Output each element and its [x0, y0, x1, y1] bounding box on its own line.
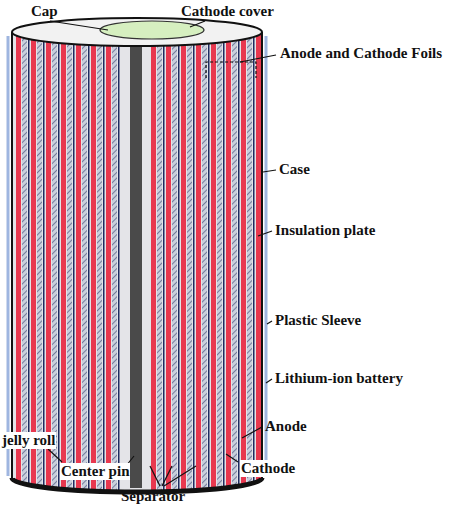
- leader-line: [226, 454, 238, 462]
- anode-foil: [187, 30, 192, 490]
- electrode-layer: [46, 30, 60, 490]
- separator-layer: [88, 30, 90, 490]
- case-wall: [261, 32, 263, 478]
- cathode-foil: [241, 30, 246, 490]
- anode-foil: [52, 30, 57, 490]
- separator-layer: [253, 30, 255, 490]
- cathode-foil: [151, 30, 156, 490]
- cathode-foil: [181, 30, 186, 490]
- anode-foil: [97, 30, 102, 490]
- cathode-label: Cathode: [240, 460, 296, 477]
- electrode-layer: [31, 30, 45, 490]
- electrode-layer: [76, 30, 90, 490]
- electrode-layer: [91, 30, 105, 490]
- separator-layer: [178, 30, 180, 490]
- electrode-layer: [226, 30, 240, 490]
- separator-layer: [238, 30, 240, 490]
- cathode-foil: [226, 30, 231, 490]
- electrode-layer: [151, 30, 165, 490]
- electrode-layer: [166, 30, 180, 490]
- plastic-sleeve-label: Plastic Sleeve: [274, 312, 362, 329]
- top-face: [12, 18, 262, 46]
- leader-line: [150, 466, 160, 486]
- cap-disc: [100, 21, 204, 39]
- cathode-foil: [166, 30, 171, 490]
- separator-layer: [73, 30, 75, 490]
- leader-line: [242, 427, 262, 438]
- leader-line: [162, 466, 172, 486]
- anode-foil: [22, 30, 27, 490]
- leader-line: [267, 321, 272, 324]
- separator-layer: [58, 30, 60, 490]
- leader-line: [258, 231, 272, 236]
- plastic-sleeve: [265, 36, 268, 476]
- separator-layer: [208, 30, 210, 490]
- separator-layer: [118, 30, 120, 490]
- leader-line: [48, 449, 62, 462]
- leader-line: [50, 21, 108, 30]
- cathode-foil: [196, 30, 201, 490]
- electrode-layer: [16, 30, 30, 490]
- anode-foil: [67, 30, 72, 490]
- foils-label: Anode and Cathode Foils: [279, 45, 443, 62]
- jelly-roll-label: jelly roll: [1, 432, 56, 449]
- separator-layer: [28, 30, 30, 490]
- leader-line: [164, 466, 196, 486]
- cathode-foil: [31, 30, 36, 490]
- leader-line: [266, 379, 272, 383]
- anode-foil: [217, 30, 222, 490]
- cathode-foil: [61, 30, 66, 490]
- electrode-layer: [196, 30, 210, 490]
- anode-foil: [202, 30, 207, 490]
- cathode-foil: [211, 30, 216, 490]
- cathode-foil: [76, 30, 81, 490]
- center-pin: [130, 32, 142, 488]
- cathode-foil: [16, 30, 21, 490]
- electrode-layer: [181, 30, 195, 490]
- leader-line: [190, 21, 205, 27]
- separator-layer: [163, 30, 165, 490]
- anode-foil: [37, 30, 42, 490]
- anode-label: Anode: [264, 418, 308, 435]
- case-wall: [11, 32, 13, 478]
- insulation-plate-label: Insulation plate: [274, 222, 376, 239]
- center-pin-label: Center pin: [60, 463, 130, 480]
- case-label: Case: [278, 161, 311, 178]
- anode-foil: [157, 30, 162, 490]
- battery-label: Lithium-ion battery: [274, 370, 404, 387]
- anode-foil: [82, 30, 87, 490]
- electrode-layer: [241, 30, 255, 490]
- leader-line: [240, 55, 276, 62]
- electrode-layer: [61, 30, 75, 490]
- anode-foil: [112, 30, 117, 490]
- anode-foil: [247, 30, 252, 490]
- cap-label: Cap: [30, 3, 59, 20]
- electrode-layer: [106, 30, 120, 490]
- anode-foil: [172, 30, 177, 490]
- cathode-foil: [46, 30, 51, 490]
- electrode-layer: [211, 30, 225, 490]
- separator-label: Separator: [120, 488, 186, 505]
- separator-layer: [193, 30, 195, 490]
- separator-layer: [43, 30, 45, 490]
- anode-foil: [232, 30, 237, 490]
- separator-layer: [103, 30, 105, 490]
- separator-layer: [223, 30, 225, 490]
- plastic-sleeve: [7, 36, 10, 476]
- leader-line: [263, 170, 276, 172]
- cathode-foil: [106, 30, 111, 490]
- cathode-foil: [256, 30, 261, 490]
- bracket: [206, 62, 256, 78]
- cathode-cover-label: Cathode cover: [180, 3, 275, 20]
- cathode-foil: [91, 30, 96, 490]
